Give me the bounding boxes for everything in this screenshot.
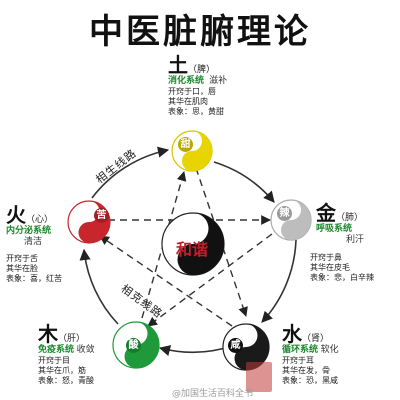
arc-water-to-wood <box>158 345 233 356</box>
water-taste-badge: 咸 <box>228 338 243 353</box>
watermark-text: @加国生活百科全书 <box>172 389 254 399</box>
earth-taste-badge: 甜 <box>178 137 193 152</box>
metal-taste-badge: 辣 <box>277 206 292 221</box>
fire-effect: 清洁 <box>24 237 43 247</box>
fire-organ: （心） <box>26 215 54 225</box>
metal-attrs: 开窍于鼻 其华在皮毛 表象：悲，白辛辣 <box>310 253 374 283</box>
fire-attrs: 开窍于舌 其华在脸 表象：喜，红苦 <box>6 254 62 284</box>
water-name: 水 <box>282 322 302 346</box>
wood-attr-row: 其华在爪，筋 <box>38 366 86 375</box>
metal-attr-row: 开窍于鼻 <box>310 253 342 262</box>
metal-system: 呼吸系统 <box>316 224 353 234</box>
arc-fire-to-earth <box>91 146 170 199</box>
dash-metal-to-wood <box>147 233 273 327</box>
arc-wood-to-fire <box>79 248 119 325</box>
metal-name: 金 <box>316 201 336 225</box>
water-effect: 软化 <box>320 345 339 355</box>
earth-attr-row: 开窍于口，唇 <box>168 87 216 96</box>
water-attr-row: 其华在发，骨 <box>282 366 330 375</box>
water-attr-row: 开窍于耳 <box>282 356 314 365</box>
metal-effect: 利汗 <box>346 235 365 245</box>
earth-attr-row: 表象：思，黄甜 <box>168 107 224 116</box>
fire-block: 火（心） 内分泌系统 清洁 <box>6 204 53 248</box>
earth-effect: 滋补 <box>209 76 228 86</box>
fire-system: 内分泌系统 <box>6 226 52 236</box>
water-attr-row: 表象：恐，黑咸 <box>282 376 338 385</box>
wood-system: 免疫系统 <box>38 345 75 355</box>
earth-organ: （脾） <box>188 65 216 75</box>
metal-attr-row: 表象：悲，白辛辣 <box>310 273 374 282</box>
dash-water-to-fire <box>99 235 233 327</box>
metal-yin-yang <box>270 199 312 241</box>
wood-taste-badge: 酸 <box>126 338 141 353</box>
water-block: 水（肾） 循环系统 软化 开窍于耳 其华在发，骨 表象：恐，黑咸 <box>282 323 339 386</box>
fire-attr-row: 其华在脸 <box>6 264 38 273</box>
wood-name: 木 <box>38 322 58 346</box>
center-harmony-text: 和谐 <box>176 240 209 259</box>
page-title: 中医脏腑理论 <box>89 12 311 52</box>
earth-block: 土（脾） 消化系统 滋补 开窍于口，唇 其华在肌肉 表象：思，黄甜 <box>168 54 227 117</box>
water-organ: （肾） <box>302 334 330 344</box>
water-yin-yang <box>222 323 270 371</box>
red-seal-stamp <box>246 362 272 392</box>
earth-system: 消化系统 <box>168 76 205 86</box>
earth-yin-yang <box>171 130 213 172</box>
wood-organ: （肝） <box>58 334 86 344</box>
arc-earth-to-metal <box>213 161 275 203</box>
wood-attr-row: 表象：怒，青酸 <box>38 376 94 385</box>
metal-attr-row: 其华在皮毛 <box>310 263 350 272</box>
center-yin-yang <box>161 212 225 276</box>
fire-taste-badge: 苦 <box>94 208 109 223</box>
earth-attr-row: 其华在肌肉 <box>168 97 208 106</box>
metal-organ: （肺） <box>336 213 364 223</box>
metal-block: 金（肺） 呼吸系统 利汗 <box>316 202 364 246</box>
arc-metal-to-water <box>261 239 297 323</box>
water-system: 循环系统 <box>282 345 319 355</box>
wood-effect: 收敛 <box>76 345 95 355</box>
fire-attr-row: 表象：喜，红苦 <box>6 274 62 283</box>
fire-attr-row: 开窍于舌 <box>6 254 38 263</box>
earth-name: 土 <box>168 53 188 77</box>
wood-block: 木（肝） 免疫系统 收敛 开窍于目 其华在爪，筋 表象：怒，青酸 <box>38 323 95 386</box>
wood-attr-row: 开窍于目 <box>38 356 70 365</box>
fire-name: 火 <box>6 203 26 227</box>
